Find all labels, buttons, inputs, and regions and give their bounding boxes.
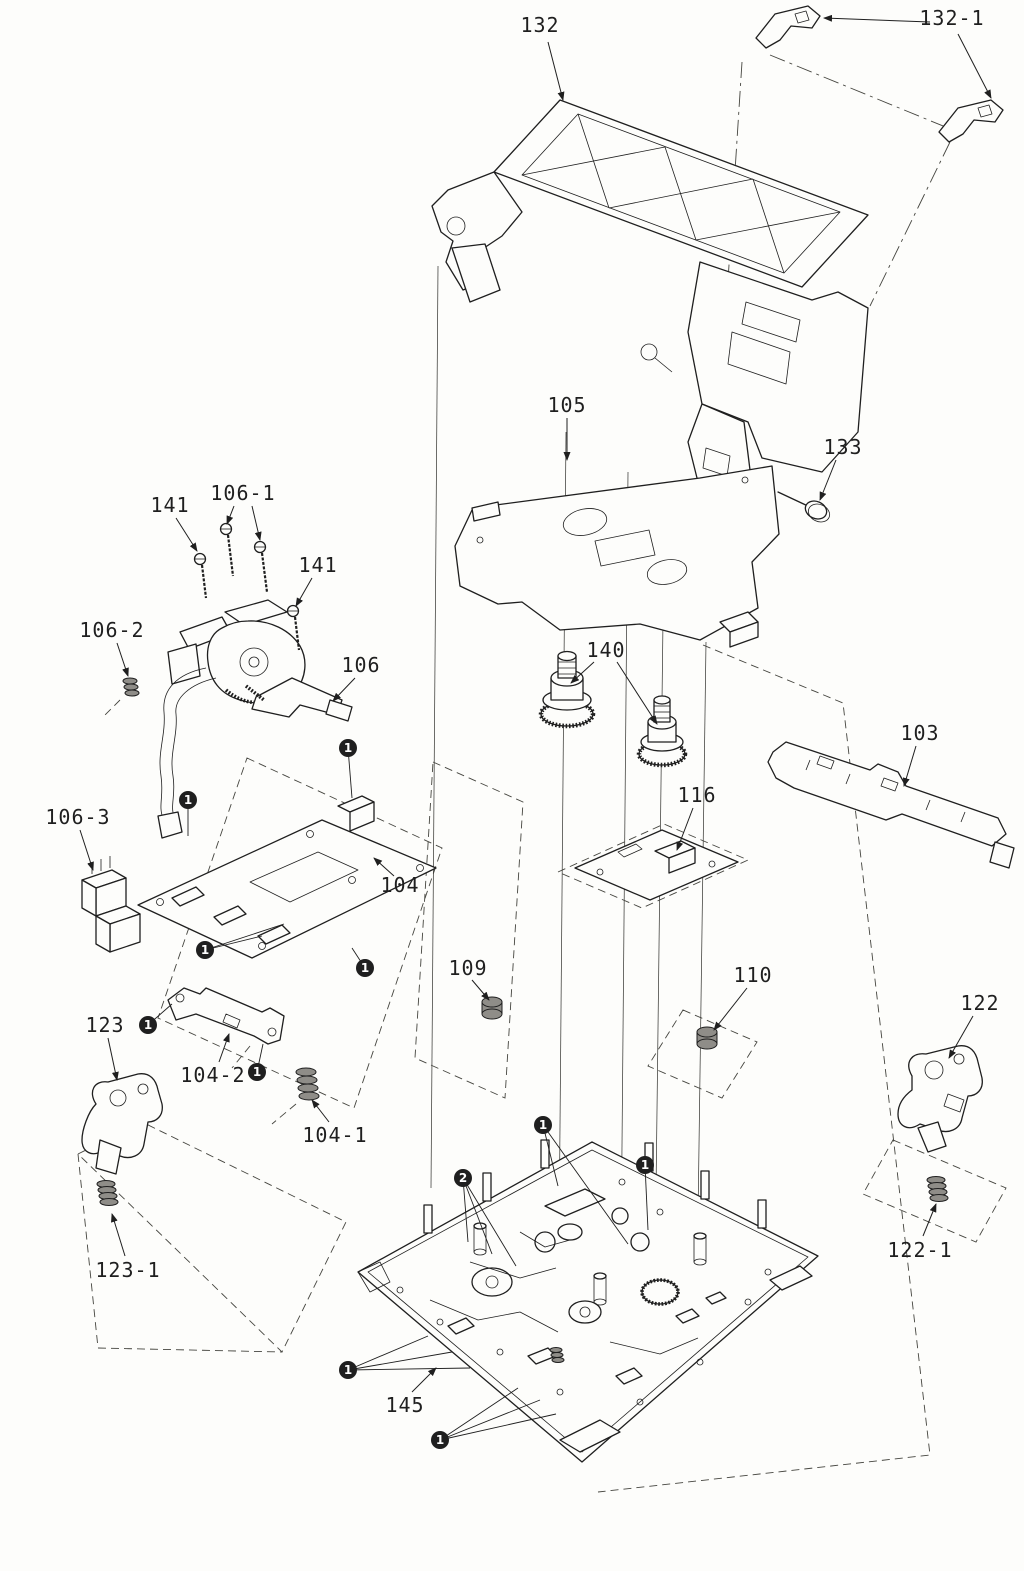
- part-106-2-spring: [103, 677, 140, 717]
- screw-marker-leader: [347, 1335, 429, 1371]
- screw-marker-number: 1: [344, 1363, 352, 1377]
- leader-line-123: [107, 1037, 119, 1081]
- leader-line-104-1: [311, 1099, 330, 1123]
- screw-marker-number: 1: [641, 1158, 649, 1172]
- screw-marker-leader: [439, 1413, 557, 1441]
- part-145-base-chassis: [357, 1139, 819, 1463]
- screw-marker-leader: [542, 1124, 629, 1245]
- screw-marker-1: 1: [431, 1431, 449, 1449]
- leader-line-116: [676, 807, 694, 851]
- leader-line-106: [332, 677, 356, 702]
- mounting-screws: [193, 522, 301, 651]
- part-103-rail: [767, 741, 1015, 869]
- screw-marker-leader: [462, 1177, 517, 1267]
- part-106-motor-assembly: [157, 599, 353, 839]
- screw-marker-number: 2: [459, 1171, 467, 1185]
- screw-marker-1: 1: [636, 1156, 654, 1174]
- leader-line-110: [713, 987, 748, 1031]
- leader-line-145: [411, 1367, 437, 1393]
- screw-marker-2: 2: [454, 1169, 472, 1187]
- screw-marker-number: 1: [361, 961, 369, 975]
- leader-line-103: [902, 745, 917, 787]
- leader-line-109: [471, 979, 490, 1001]
- part-106-3-connector: [81, 856, 141, 953]
- screw-marker-number: 1: [144, 1018, 152, 1032]
- part-140-pulleys: [538, 650, 688, 768]
- leader-line-140: [570, 661, 595, 684]
- leader-line-106-1: [226, 505, 235, 525]
- leader-line-106-2: [116, 642, 129, 677]
- part-123-bracket: [81, 1073, 163, 1175]
- screw-marker-leader: [462, 1177, 469, 1243]
- screw-marker-number: 1: [539, 1118, 547, 1132]
- screw-marker-1: 1: [534, 1116, 552, 1134]
- screw-marker-number: 1: [436, 1433, 444, 1447]
- part-132-1-clamps: [755, 5, 1004, 143]
- screw-marker-number: 1: [253, 1065, 261, 1079]
- screw-marker-number: 1: [201, 943, 209, 957]
- part-132-carriage-frame: [431, 99, 869, 503]
- leader-line-104-2: [218, 1033, 230, 1063]
- screw-marker-1: 1: [339, 739, 357, 757]
- screw-marker-1: 1: [196, 941, 214, 959]
- screw-marker-1: 1: [139, 1016, 157, 1034]
- leader-line-106-1: [251, 505, 262, 541]
- screw-marker-leader: [204, 923, 285, 951]
- part-122-bracket: [897, 1045, 983, 1153]
- part-104-1-spring: [271, 1067, 320, 1125]
- part-116-sensor-board: [574, 829, 739, 901]
- screw-marker-leader: [347, 1367, 471, 1371]
- leader-line-141: [295, 577, 313, 607]
- screw-marker-leader: [462, 1177, 493, 1255]
- leader-line-132: [547, 41, 565, 101]
- part-104-2-strip: [167, 987, 285, 1069]
- part-123-1-spring: [96, 1180, 119, 1206]
- leader-line-132-1: [823, 14, 931, 23]
- screw-marker-1: 1: [179, 791, 197, 809]
- screw-marker-leader: [204, 935, 263, 951]
- leader-line-106-3: [79, 829, 94, 871]
- screw-marker-1: 1: [339, 1361, 357, 1379]
- screw-marker-number: 1: [184, 793, 192, 807]
- leader-line-122: [948, 1015, 974, 1059]
- screw-marker-leader: [439, 1399, 541, 1441]
- leader-line-122-1: [922, 1203, 937, 1237]
- part-122-1-spring: [926, 1176, 949, 1202]
- screw-marker-1: 1: [356, 959, 374, 977]
- leader-line-141: [175, 517, 198, 552]
- screw-marker-leader: [347, 1351, 453, 1371]
- screw-marker-leader: [439, 1387, 519, 1441]
- screw-marker-number: 1: [344, 741, 352, 755]
- leader-line-133: [819, 459, 837, 501]
- screw-marker-leader: [542, 1124, 559, 1187]
- part-105-cover-plate: [454, 465, 780, 648]
- screw-marker-1: 1: [248, 1063, 266, 1081]
- leader-line-132-1: [957, 33, 992, 99]
- part-104-board: [137, 795, 437, 959]
- leader-line-123-1: [111, 1213, 126, 1257]
- part-133-screw: [777, 491, 831, 523]
- screw-marker-leader: [644, 1164, 649, 1231]
- leader-line-104: [373, 857, 395, 877]
- leader-line-140: [616, 661, 658, 725]
- part-110-grommet: [696, 1026, 718, 1050]
